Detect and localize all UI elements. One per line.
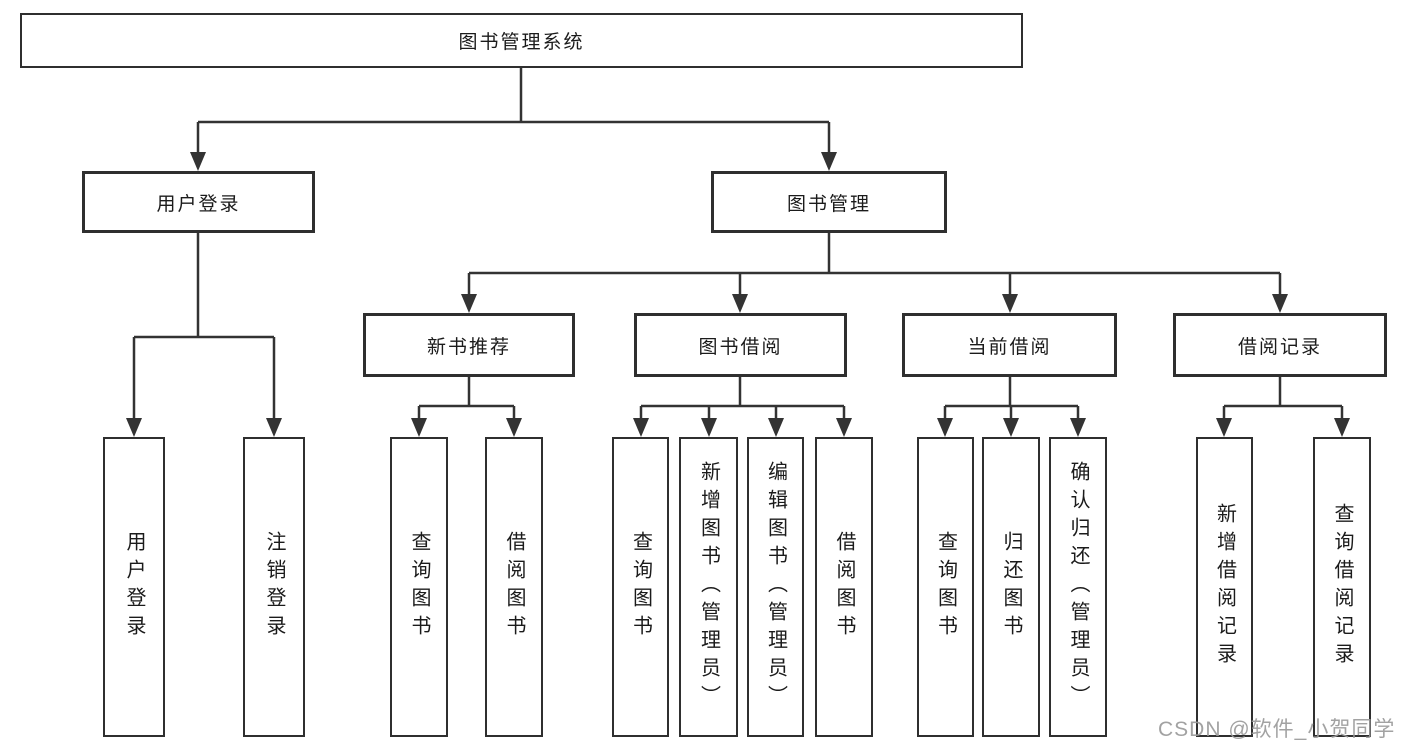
leaf-edit-books-admin: 编辑图书（管理员） [747,437,804,737]
leaf-borrow-books-borrow: 借阅图书 [815,437,873,737]
node-user-login: 用户登录 [82,171,315,233]
watermark: CSDN @软件_小贺同学 [1158,718,1396,741]
node-current-borrowing: 当前借阅 [902,313,1117,377]
node-book-management: 图书管理 [711,171,947,233]
leaf-return-books: 归还图书 [982,437,1040,737]
leaf-confirm-return-admin: 确认归还（管理员） [1049,437,1107,737]
leaf-query-books-recommend: 查询图书 [390,437,448,737]
leaf-query-books-borrow: 查询图书 [612,437,669,737]
leaf-add-books-admin: 新增图书（管理员） [679,437,738,737]
node-library-management-system: 图书管理系统 [20,13,1023,68]
node-book-borrowing: 图书借阅 [634,313,847,377]
leaf-logout: 注销登录 [243,437,305,737]
leaf-add-borrow-record: 新增借阅记录 [1196,437,1253,737]
leaf-borrow-books-recommend: 借阅图书 [485,437,543,737]
node-new-book-recommendation: 新书推荐 [363,313,575,377]
node-borrowing-records: 借阅记录 [1173,313,1387,377]
leaf-user-login: 用户登录 [103,437,165,737]
leaf-query-books-current: 查询图书 [917,437,974,737]
leaf-query-borrow-record: 查询借阅记录 [1313,437,1371,737]
